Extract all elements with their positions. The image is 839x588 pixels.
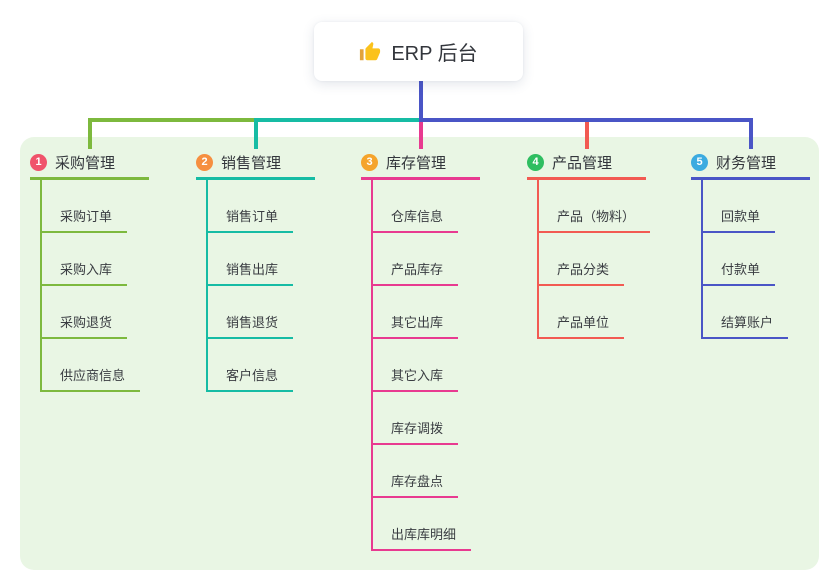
child-node-label: 销售出库 [226, 262, 279, 277]
child-node-label: 销售退货 [226, 315, 279, 330]
branch-children: 采购订单 采购入库 采购退货 供应商信息 [40, 180, 149, 392]
thumbs-up-icon [359, 41, 381, 63]
child-node-label: 付款单 [721, 262, 761, 277]
child-node[interactable]: 销售出库 [208, 233, 294, 286]
branch-number-badge: 5 [691, 153, 708, 171]
child-node[interactable]: 其它出库 [373, 286, 459, 339]
child-node[interactable]: 采购订单 [42, 180, 128, 233]
branch-title: 财务管理 [716, 154, 777, 172]
child-node-label: 产品单位 [557, 315, 610, 330]
child-node[interactable]: 产品单位 [539, 286, 625, 339]
child-node[interactable]: 销售退货 [208, 286, 294, 339]
branch-node[interactable]: 1 采购管理 [30, 147, 149, 180]
child-node[interactable]: 其它入库 [373, 339, 459, 392]
child-node[interactable]: 回款单 [703, 180, 776, 233]
child-node[interactable]: 仓库信息 [373, 180, 459, 233]
branch-node[interactable]: 3 库存管理 [361, 147, 480, 180]
branch-column: 5 财务管理 回款单 付款单 结算账户 [691, 147, 810, 339]
root-connector-stem [419, 81, 423, 122]
branch-column: 2 销售管理 销售订单 销售出库 销售退货 客户信息 [196, 147, 315, 392]
child-node-label: 仓库信息 [391, 209, 444, 224]
child-node-label: 库存调拨 [391, 421, 444, 436]
child-node[interactable]: 库存盘点 [373, 445, 459, 498]
child-node[interactable]: 付款单 [703, 233, 776, 286]
child-node-label: 其它出库 [391, 315, 444, 330]
branch-children: 产品（物料） 产品分类 产品单位 [537, 180, 651, 339]
child-node-label: 出库库明细 [391, 527, 457, 542]
child-node-label: 产品分类 [557, 262, 610, 277]
child-node-label: 客户信息 [226, 368, 279, 383]
child-node-label: 销售订单 [226, 209, 279, 224]
branch-number-badge: 2 [196, 153, 213, 171]
branch-column: 1 采购管理 采购订单 采购入库 采购退货 供应商信息 [30, 147, 149, 392]
branch-title: 库存管理 [386, 154, 447, 172]
branch-column: 3 库存管理 仓库信息 产品库存 其它出库 其它入库 库存调拨 库存盘点 出库库… [361, 147, 480, 551]
child-node-label: 采购订单 [60, 209, 113, 224]
child-node[interactable]: 库存调拨 [373, 392, 459, 445]
child-node-label: 结算账户 [721, 315, 774, 330]
branch-drop-2 [254, 121, 258, 149]
branch-column: 4 产品管理 产品（物料） 产品分类 产品单位 [527, 147, 651, 339]
child-node[interactable]: 产品库存 [373, 233, 459, 286]
branch-children: 销售订单 销售出库 销售退货 客户信息 [206, 180, 315, 392]
child-node[interactable]: 产品（物料） [539, 180, 651, 233]
child-node[interactable]: 供应商信息 [42, 339, 141, 392]
branch-children: 回款单 付款单 结算账户 [701, 180, 810, 339]
branch-drop-3 [419, 121, 423, 149]
branch-drop-1 [88, 121, 92, 149]
branch-node[interactable]: 5 财务管理 [691, 147, 810, 180]
child-node[interactable]: 结算账户 [703, 286, 789, 339]
branch-drop-5 [749, 121, 753, 149]
child-node[interactable]: 客户信息 [208, 339, 294, 392]
child-node[interactable]: 销售订单 [208, 180, 294, 233]
branch-title: 销售管理 [221, 154, 282, 172]
child-node-label: 产品（物料） [557, 209, 636, 224]
branch-node[interactable]: 2 销售管理 [196, 147, 315, 180]
child-node-label: 供应商信息 [60, 368, 126, 383]
branch-number-badge: 1 [30, 153, 47, 171]
child-node-label: 采购退货 [60, 315, 113, 330]
child-node[interactable]: 产品分类 [539, 233, 625, 286]
child-node-label: 采购入库 [60, 262, 113, 277]
child-node-label: 库存盘点 [391, 474, 444, 489]
branch-children: 仓库信息 产品库存 其它出库 其它入库 库存调拨 库存盘点 出库库明细 [371, 180, 480, 551]
branch-number-badge: 4 [527, 153, 544, 171]
bus-segment-left [88, 118, 258, 122]
branch-node[interactable]: 4 产品管理 [527, 147, 646, 180]
child-node[interactable]: 采购入库 [42, 233, 128, 286]
child-node-label: 回款单 [721, 209, 761, 224]
root-node[interactable]: ERP 后台 [314, 22, 523, 81]
child-node[interactable]: 采购退货 [42, 286, 128, 339]
bus-segment-right [419, 118, 753, 122]
root-title: ERP 后台 [391, 43, 478, 65]
branch-title: 产品管理 [552, 154, 613, 172]
branch-drop-4 [585, 121, 589, 149]
branch-title: 采购管理 [55, 154, 116, 172]
branch-number-badge: 3 [361, 153, 378, 171]
child-node-label: 产品库存 [391, 262, 444, 277]
child-node-label: 其它入库 [391, 368, 444, 383]
bus-segment-middle [254, 118, 423, 122]
child-node[interactable]: 出库库明细 [373, 498, 472, 551]
